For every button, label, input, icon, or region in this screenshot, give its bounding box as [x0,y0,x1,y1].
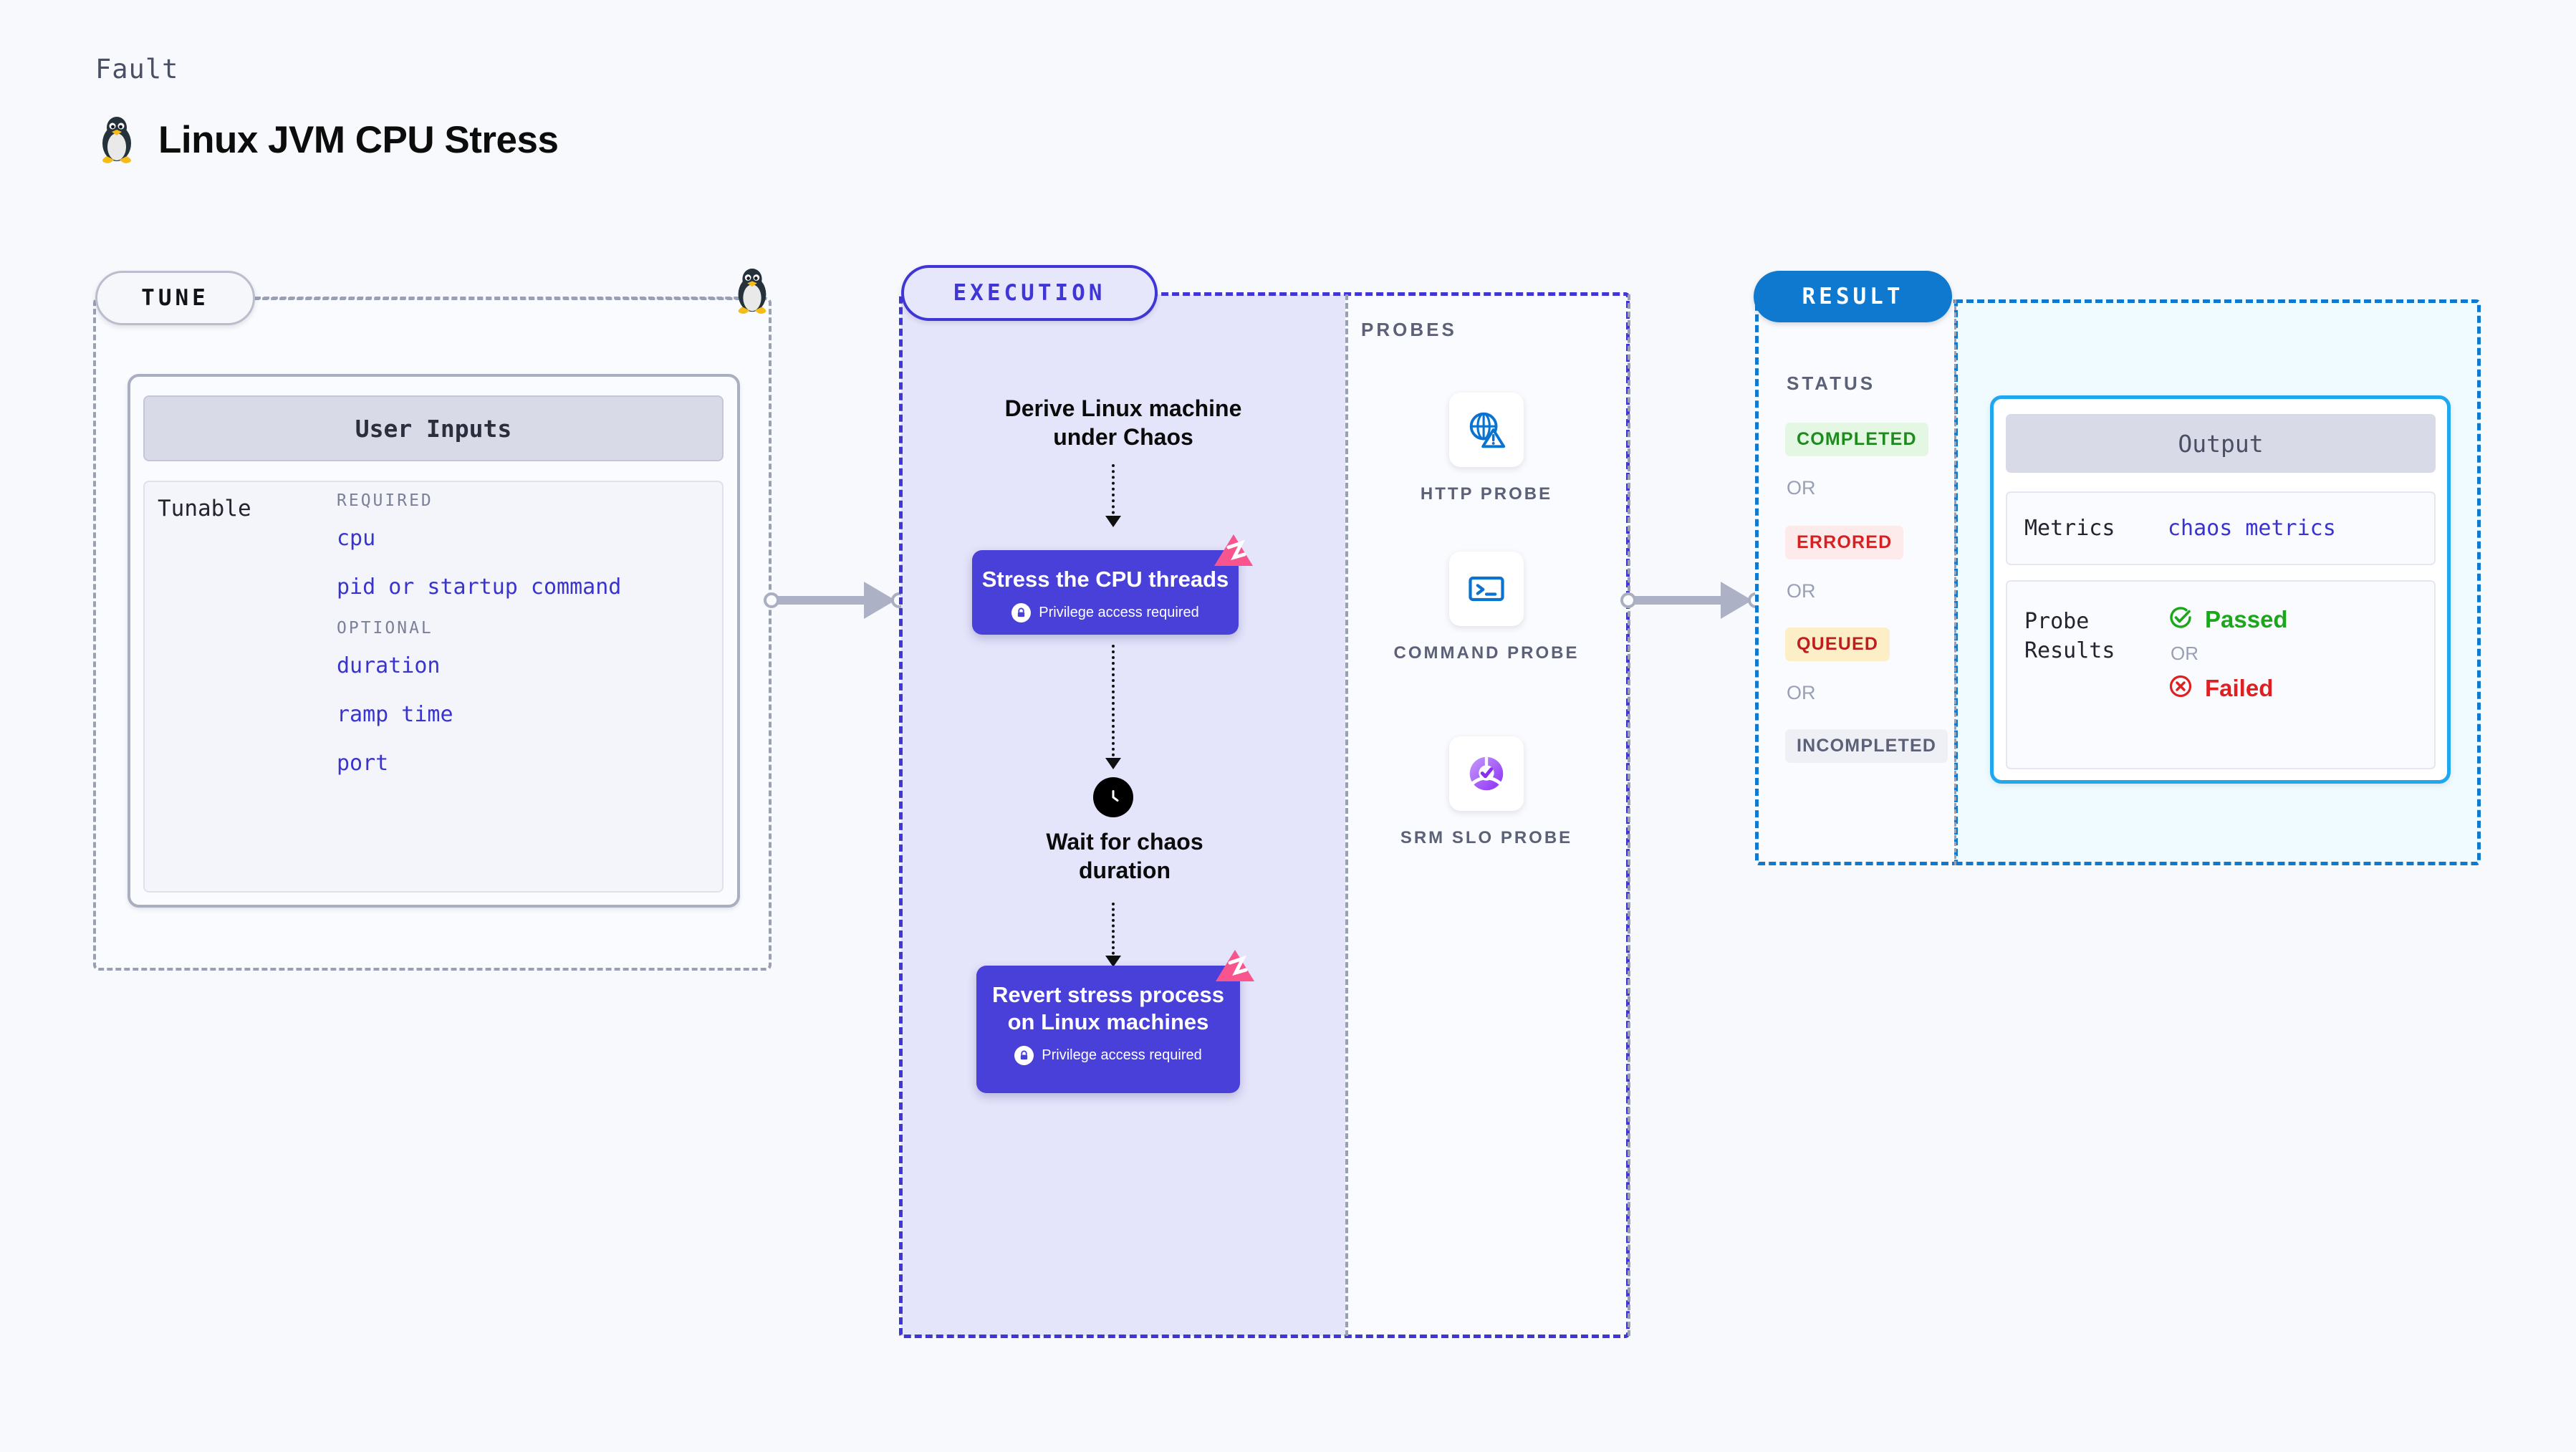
probe-result-passed-label: Passed [2205,605,2288,633]
result-pill[interactable]: RESULT [1754,271,1952,322]
execution-arrow-1 [1105,464,1121,527]
execution-step-stress-cpu-label: Stress the CPU threads [981,567,1229,592]
param-cpu[interactable]: cpu [337,526,376,551]
page-eyebrow: Fault [95,54,179,85]
execution-arrow-3 [1105,903,1121,967]
status-badge-completed: COMPLETED [1785,423,1928,456]
clock-icon [1093,777,1133,817]
probe-result-failed-label: Failed [2205,674,2274,701]
execution-step-derive-label: Derive Linux machine under Chaos [1004,395,1242,450]
status-or-3: OR [1787,682,1816,703]
linux-penguin-icon [95,115,138,165]
execution-step-revert-stress-label: Revert stress process on Linux machines [992,982,1224,1034]
privilege-note: Privilege access required [972,602,1239,622]
probe-result-failed: Failed [2168,673,2288,703]
probe-result-or: OR [2171,643,2198,664]
linux-penguin-icon-marker [731,266,774,319]
connector-execution-to-result [1620,582,1764,619]
check-circle-icon [2168,605,2193,634]
execution-step-revert-stress[interactable]: Revert stress process on Linux machines … [976,950,1254,1093]
result-output-divider [1954,299,1956,865]
status-or-2: OR [1787,580,1816,602]
page-title-row: Linux JVM CPU Stress [95,115,559,165]
connector-bar [1635,596,1722,605]
probes-left-divider [1345,294,1348,1336]
privilege-note: Privilege access required [976,1045,1240,1065]
litmus-chaos-icon [1214,948,1256,986]
status-badge-incompleted: INCOMPLETED [1785,729,1948,763]
probe-results-row: Probe Results Passed OR Failed [2006,580,2436,769]
connector-dot-left [764,592,779,608]
tune-pill[interactable]: TUNE [95,271,255,325]
litmus-chaos-icon [1213,533,1254,570]
probes-background [1345,294,1628,1336]
page-title: Linux JVM CPU Stress [158,118,559,161]
execution-step-stress-cpu[interactable]: Stress the CPU threads Privilege access … [972,534,1253,635]
required-heading: REQUIRED [337,491,433,510]
param-port[interactable]: port [337,751,389,776]
probe-results-key: Probe Results [2024,609,2115,663]
execution-pill[interactable]: EXECUTION [901,265,1158,321]
execution-background [901,294,1345,1336]
probe-http-label: HTTP PROBE [1420,484,1553,504]
connector-arrowhead [864,582,895,619]
metrics-value[interactable]: chaos metrics [2168,516,2336,541]
output-card-title: Output [2006,414,2436,473]
probe-srm-slo-label: SRM SLO PROBE [1400,828,1573,847]
tunable-params: REQUIRED cpu pid or startup command OPTI… [337,491,709,799]
probes-section-label: PROBES [1361,319,1457,340]
connector-dot-left [1620,592,1636,608]
optional-heading: OPTIONAL [337,619,433,638]
connector-bar [778,596,865,605]
execution-arrow-2 [1105,645,1121,769]
lock-icon [1014,1045,1034,1065]
connector-tune-to-execution [764,582,907,619]
tunable-label: Tunable [158,496,251,521]
status-badge-errored: ERRORED [1785,526,1904,559]
status-label: STATUS [1787,372,1876,394]
probe-command-label: COMMAND PROBE [1393,643,1580,663]
probe-srm-slo[interactable]: SRM SLO PROBE [1393,736,1580,850]
param-duration[interactable]: duration [337,653,441,678]
metrics-key: Metrics [2024,516,2115,541]
execution-step-wait-label: Wait for chaos duration [1046,829,1203,883]
probe-results-values: Passed OR Failed [2168,605,2288,768]
tune-top-dash-connector [255,297,765,299]
privilege-text: Privilege access required [1042,1047,1202,1063]
probe-result-passed: Passed [2168,605,2288,634]
tunable-panel [143,481,724,893]
probes-right-divider [1628,294,1630,1336]
param-pid-or-startup-command[interactable]: pid or startup command [337,574,622,600]
probe-command[interactable]: COMMAND PROBE [1393,552,1580,665]
terminal-icon [1449,552,1524,626]
probe-http[interactable]: HTTP PROBE [1393,393,1580,506]
status-badge-queued: QUEUED [1785,628,1890,661]
connector-arrowhead [1721,582,1752,619]
status-or-1: OR [1787,477,1816,499]
x-circle-icon [2168,673,2193,703]
metrics-row: Metrics chaos metrics [2006,491,2436,565]
globe-warning-icon [1449,393,1524,467]
user-inputs-header: User Inputs [143,395,724,461]
lock-icon [1011,602,1032,622]
privilege-text: Privilege access required [1039,604,1199,620]
param-ramp-time[interactable]: ramp time [337,702,453,727]
slo-check-icon [1449,736,1524,811]
